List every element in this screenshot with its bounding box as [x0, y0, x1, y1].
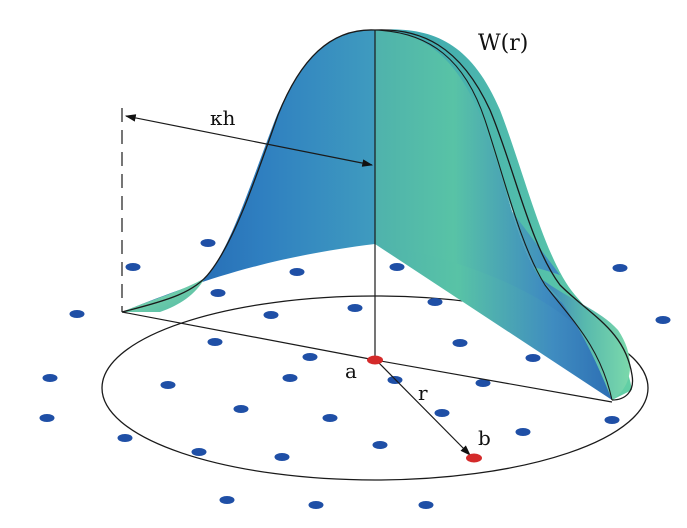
- particle-dot: [612, 264, 628, 272]
- particle-dot: [219, 496, 235, 504]
- particle-b: [466, 453, 482, 463]
- particle-dot: [200, 239, 216, 247]
- kernel-back-edge: [374, 29, 613, 401]
- point-b-label: b: [478, 426, 491, 450]
- particle-dot: [210, 289, 226, 297]
- particle-dot: [475, 379, 491, 387]
- kernel-tail-left: [122, 278, 205, 312]
- particle-dot: [452, 339, 468, 347]
- particles-group-front: [39, 289, 620, 509]
- particle-dot: [125, 263, 141, 271]
- kernel-outline: [121, 29, 634, 401]
- particle-dot: [418, 501, 434, 509]
- particle-dot: [207, 338, 223, 346]
- particle-dot: [191, 448, 207, 456]
- particle-a: [367, 355, 383, 365]
- particle-dot: [160, 381, 176, 389]
- particle-dot: [39, 414, 55, 422]
- radius-line-left: [121, 311, 376, 361]
- particle-dot: [515, 428, 531, 436]
- particle-dot: [389, 263, 405, 271]
- distance-label: r: [418, 381, 428, 405]
- kernel-surface: [121, 29, 634, 401]
- kernel-tail-right: [540, 278, 631, 400]
- particle-dot: [69, 310, 85, 318]
- support-radius-label: κh: [210, 106, 236, 130]
- particle-dot: [282, 374, 298, 382]
- kernel-surface-left: [122, 29, 375, 312]
- radius-line-right: [374, 359, 613, 403]
- particle-dot: [525, 354, 541, 362]
- particle-dot: [322, 414, 338, 422]
- particle-dot: [655, 316, 671, 324]
- particle-dot: [427, 298, 443, 306]
- kernel-label: W(r): [478, 31, 528, 56]
- particle-dot: [604, 416, 620, 424]
- particle-dot: [274, 453, 290, 461]
- support-radius-arrow: [124, 114, 374, 167]
- kernel-surface-right-fill: [375, 30, 600, 350]
- particle-dot: [233, 405, 249, 413]
- distance-arrow: [377, 361, 471, 456]
- particle-dot: [263, 311, 279, 319]
- particle-dot: [434, 409, 450, 417]
- particle-dot: [42, 374, 58, 382]
- point-a-label: a: [345, 359, 357, 383]
- particle-dot: [347, 304, 363, 312]
- particle-dot: [308, 501, 324, 509]
- particle-dot: [117, 434, 133, 442]
- particle-dot: [372, 441, 388, 449]
- particle-dot: [289, 268, 305, 276]
- particle-dot: [302, 353, 318, 361]
